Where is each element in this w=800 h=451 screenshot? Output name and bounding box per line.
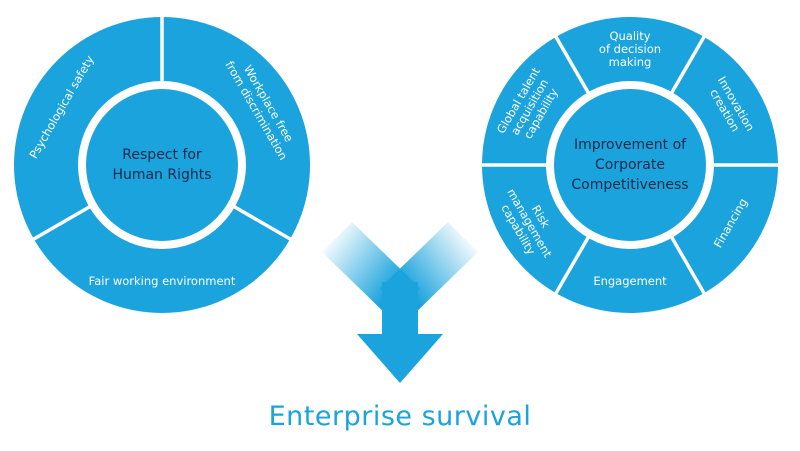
right-hub [554,89,706,241]
right-segment-label: Engagement [593,274,667,288]
arrow-shaft [382,282,418,336]
right-segment-label: making [609,55,652,69]
left-hub-label: Respect for [122,147,202,163]
right-divider [553,35,594,101]
right-segment-5: Engagement [593,274,667,288]
merge-down-arrow-icon [322,222,478,383]
left-segment-3: Fair working environment [89,274,236,288]
right-hub-label: Corporate [595,157,665,173]
right-segment-label: of decision [599,42,661,56]
left-divider [32,201,98,242]
right-wheel: Global talentacquisitioncapabilityQualit… [481,17,779,313]
left-segment-label: Fair working environment [89,274,236,288]
right-segment-label: Quality [609,29,650,43]
left-hub [86,89,238,241]
right-divider [553,229,594,295]
right-hub-label: Improvement of [574,137,687,153]
left-hub-label: Human Rights [112,167,211,183]
outcome-title: Enterprise survival [269,401,532,432]
left-divider [226,201,292,242]
right-divider [666,229,707,295]
arrow-head [357,334,443,383]
right-hub-label: Competitiveness [571,177,688,193]
right-divider [666,35,707,101]
